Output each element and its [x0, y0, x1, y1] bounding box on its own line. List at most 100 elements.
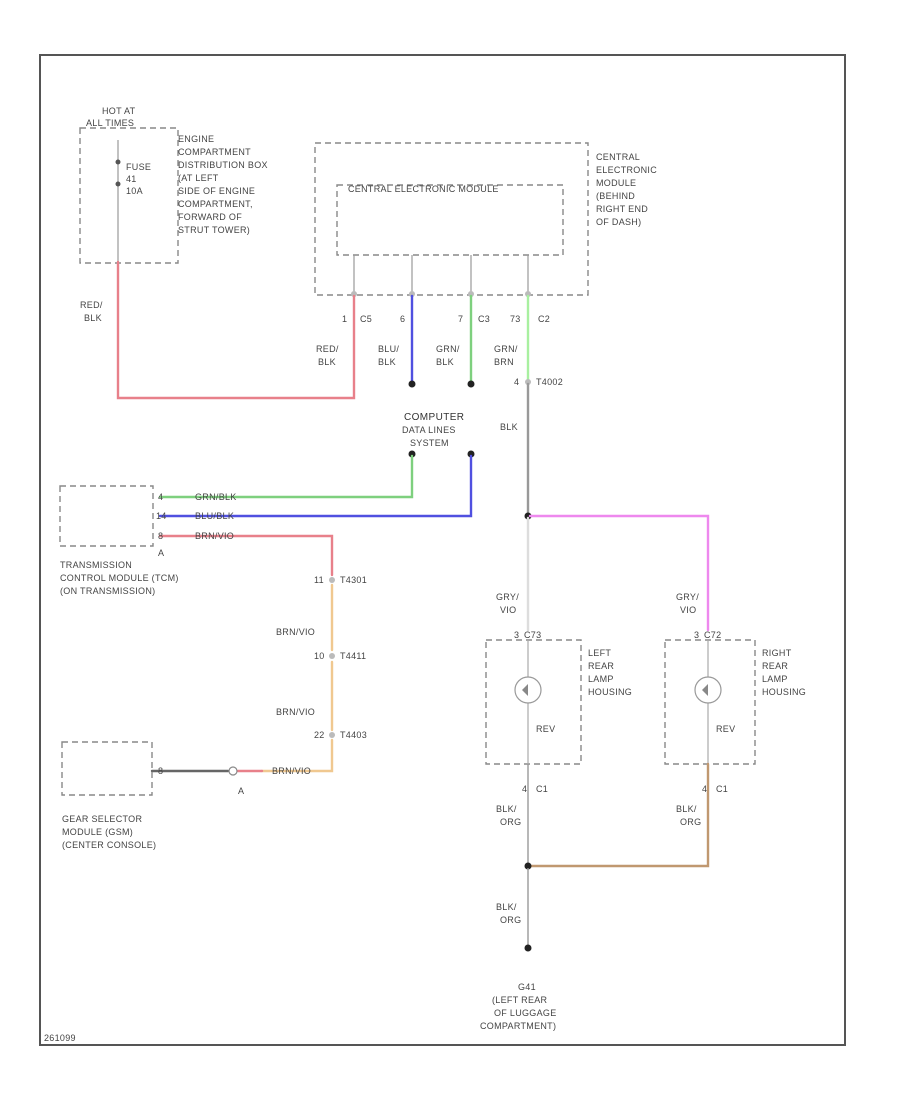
wire-ground-label-2: ORG: [500, 915, 521, 925]
left-lamp-conn-top: C73: [524, 630, 541, 640]
cem-pin1-number: 1: [342, 314, 347, 324]
tcm-pin-a: 4: [158, 492, 163, 502]
cem-pin3-conn: C3: [478, 314, 490, 324]
diagram-frame: [39, 54, 846, 1046]
wire-cem4-below-label: BLK: [500, 422, 518, 432]
footer-code: 261099: [44, 1033, 76, 1043]
data-link-dot-right: [467, 450, 475, 458]
conn-t4411-id: T4411: [340, 651, 366, 661]
fuse-terminal-top: [115, 159, 121, 165]
wire-right-lamp-in-1: GRY/: [676, 592, 699, 602]
ground-label-2: OF LUGGAGE: [494, 1008, 557, 1018]
cem-location-3: (BEHIND: [596, 191, 635, 201]
cem-pin1-conn: C5: [360, 314, 372, 324]
wire-cem4-label-2: BRN: [494, 357, 514, 367]
right-lamp-filament-icon: [702, 684, 708, 696]
cem-location-4: RIGHT END: [596, 204, 648, 214]
left-lamp-outline: [485, 639, 582, 765]
fuse-location-1: COMPARTMENT: [178, 147, 251, 157]
data-link-label-1: DATA LINES: [402, 425, 456, 435]
fuse-location-3: (AT LEFT: [178, 173, 219, 183]
left-lamp-label-0: LEFT: [588, 648, 611, 658]
right-lamp-label-1: REAR: [762, 661, 788, 671]
cem-inner-outline: [336, 184, 564, 256]
tcm-label-0: TRANSMISSION: [60, 560, 132, 570]
wire-orange-2-label: BRN/VIO: [276, 707, 315, 717]
fuse-location-6: FORWARD OF: [178, 212, 242, 222]
conn-t4403-pin: [329, 732, 335, 738]
conn-t4411-number: 10: [314, 651, 325, 661]
right-lamp-conn-bot: C1: [716, 784, 728, 794]
conn-t4411-pin: [329, 653, 335, 659]
gsm-label-0: GEAR SELECTOR: [62, 814, 142, 824]
wire-cem1-label-2: BLK: [318, 357, 336, 367]
left-lamp-label-1: REAR: [588, 661, 614, 671]
wire-right-lamp-in-2: VIO: [680, 605, 696, 615]
gsm-label-2: (CENTER CONSOLE): [62, 840, 156, 850]
wire-tcm-c-label: BRN/VIO: [195, 531, 234, 541]
right-rear-lamp-housing: 3 C72 REV RIGHT REAR LAMP HOUSING 4 C1: [664, 630, 806, 794]
transmission-control-module: 4 14 8 A GRN/BLK BLU/BLK BRN/VIO TRANSMI…: [59, 485, 237, 596]
conn-t4301-pin: [329, 577, 335, 583]
wire-gsm-label: BRN/VIO: [272, 766, 311, 776]
tcm-outline: [59, 485, 154, 547]
wire-left-lamp-out-2: ORG: [500, 817, 521, 827]
conn-t4301-id: T4301: [340, 575, 367, 585]
wire-cem2-label-1: BLU/: [378, 344, 399, 354]
wire-cem4-label-1: GRN/: [494, 344, 518, 354]
ground-label-1: (LEFT REAR: [492, 995, 548, 1005]
wire-tcm-a-label: GRN/BLK: [195, 492, 237, 502]
splice-upper: [524, 512, 532, 520]
fuse-box-title-2: ALL TIMES: [86, 118, 134, 128]
left-lamp-label-3: HOUSING: [588, 687, 632, 697]
tcm-label-2: (ON TRANSMISSION): [60, 586, 155, 596]
wire-right-lamp-out-1: BLK/: [676, 804, 697, 814]
wire-right-lamp-out-2: ORG: [680, 817, 701, 827]
wire-blue-cem-end: [408, 380, 416, 388]
wire-left-lamp-in-1: GRY/: [496, 592, 519, 602]
central-electronic-module: CENTRAL ELECTRONIC MODULE CENTRAL ELECTR…: [314, 142, 657, 324]
gsm-inline-connector: [228, 766, 238, 776]
conn-t4301-number: 11: [314, 575, 324, 585]
ground-label-0: G41: [518, 982, 536, 992]
cem-location-0: CENTRAL: [596, 152, 640, 162]
wire-green-tcm: [158, 454, 414, 499]
wire-left-lamp-in-2: VIO: [500, 605, 516, 615]
wire-cem2-label-2: BLK: [378, 357, 396, 367]
gsm-pin: 8: [158, 766, 163, 776]
conn-t4403-number: 22: [314, 730, 325, 740]
wire-orange-3: [260, 738, 334, 773]
left-lamp-filament-icon: [522, 684, 528, 696]
fuse-location-2: DISTRIBUTION BOX: [178, 160, 268, 170]
gear-selector-module: 8 A BRN/VIO GEAR SELECTOR MODULE (GSM) (…: [61, 741, 311, 850]
wire-red-fuse-cem: [116, 260, 356, 400]
fuse-box-outline: [79, 127, 179, 264]
wire-red-tcm: [158, 534, 334, 577]
gsm-conn: A: [238, 786, 244, 796]
right-lamp-pin-top: 3: [694, 630, 699, 640]
left-lamp-pin-bot: 4: [522, 784, 527, 794]
data-link-label-2: SYSTEM: [410, 438, 449, 448]
fuse-location-7: STRUT TOWER): [178, 225, 250, 235]
data-link-dot-left: [408, 450, 416, 458]
cem-inner-title: CENTRAL ELECTRONIC MODULE: [348, 184, 499, 194]
wire-tan-right-lamp-out: [528, 762, 710, 868]
ground-label-3: COMPARTMENT): [480, 1021, 556, 1031]
wire-pink-right-lamp: [528, 514, 710, 632]
wire-cem3-label-1: GRN/: [436, 344, 460, 354]
right-lamp-bulb-label: REV: [716, 724, 735, 734]
data-link-label-0: COMPUTER: [404, 412, 464, 423]
cem-location-1: ELECTRONIC: [596, 165, 657, 175]
wire-fuse-label-2: BLK: [84, 313, 102, 323]
wire-ground-label-1: BLK/: [496, 902, 517, 912]
tcm-pin-c: 8: [158, 531, 163, 541]
right-lamp-outline: [664, 639, 756, 765]
conn-t4002-id: T4002: [536, 377, 563, 387]
wire-tcm-b-label: BLU/BLK: [195, 511, 234, 521]
cem-pin-3: [468, 291, 474, 297]
wire-fuse-label-1: RED/: [80, 300, 103, 310]
splice-lower: [524, 862, 532, 870]
left-lamp-pin-top: 3: [514, 630, 519, 640]
tcm-conn: A: [158, 548, 164, 558]
